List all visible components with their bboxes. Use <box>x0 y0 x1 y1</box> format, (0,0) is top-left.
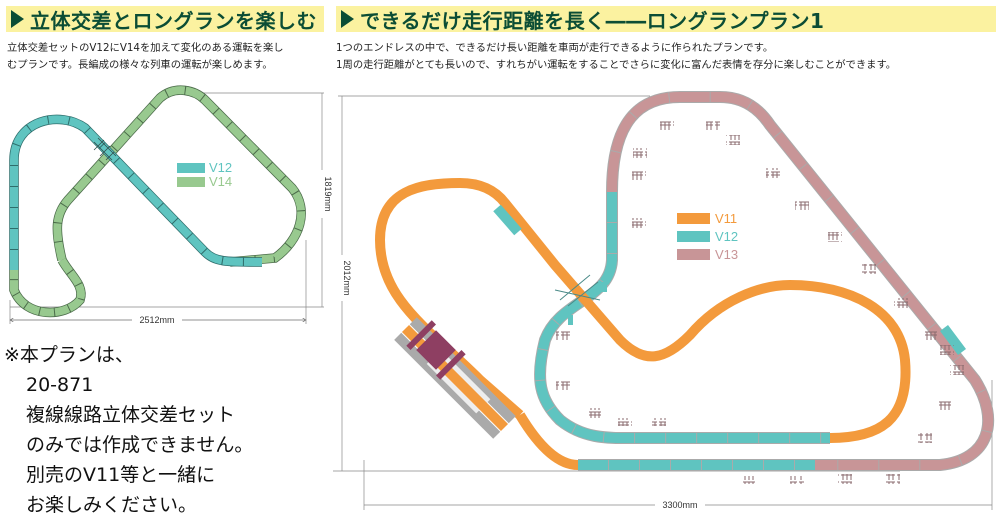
legend-label-v12: V12 <box>715 229 738 244</box>
left-plan-description: 立体交差セットのV12にV14を加えて変化のある運転を楽し むプランです。長編成… <box>7 40 284 74</box>
left-plan-title-bar: 立体交差とロングランを楽しむ <box>6 6 324 33</box>
note-line: ※本プランは、 <box>4 344 134 366</box>
right-width-dimension: 3300mm <box>662 500 697 510</box>
description-line: 1周の走行距離がとても長いので、すれちがい運転をすることでさらに変化に富んだ表情… <box>336 59 897 71</box>
triangle-bullet-icon <box>341 10 354 28</box>
left-height-dimension: 1819mm <box>323 176 333 211</box>
note-line: 別売のV11等と一緒に <box>26 464 216 486</box>
legend-label-v11: V11 <box>715 211 737 226</box>
right-height-dimension: 2012mm <box>342 260 352 295</box>
legend-swatch-v13 <box>677 249 710 260</box>
legend-swatch-v11 <box>677 213 710 224</box>
legend-label-v13: V13 <box>715 247 738 262</box>
plan-note: ※本プランは、 20-871 複線線路立体交差セット のみでは作成できません。 … <box>4 340 253 520</box>
description-line: 1つのエンドレスの中で、できるだけ長い距離を車両が走行できるように作られたプラン… <box>336 42 774 54</box>
right-plan-title-bar: できるだけ走行距離を長く――ロングランプラン1 <box>336 6 996 33</box>
note-line: 20-871 <box>26 374 94 396</box>
station-platform <box>394 317 516 439</box>
note-line: のみでは作成できません。 <box>26 434 254 456</box>
legend-label-v14: V14 <box>209 174 232 189</box>
right-track-layout: 2012mm 3300mm <box>333 91 995 510</box>
description-line: むプランです。長編成の様々な列車の運転が楽しめます。 <box>7 59 273 71</box>
note-line: 複線線路立体交差セット <box>26 404 236 426</box>
left-width-dimension: 2512mm <box>139 315 174 325</box>
description-line: 立体交差セットのV12にV14を加えて変化のある運転を楽し <box>7 42 284 54</box>
left-plan-title: 立体交差とロングランを楽しむ <box>30 8 317 33</box>
left-track-layout: 2512mm 1819mm V12 V14 <box>9 85 333 326</box>
legend-swatch-v14 <box>177 177 205 187</box>
right-plan-title: できるだけ走行距離を長く――ロングランプラン1 <box>360 8 825 33</box>
note-line: お楽しみください。 <box>26 494 198 516</box>
legend-label-v12: V12 <box>209 160 232 175</box>
legend-swatch-v12 <box>677 231 710 242</box>
pier-icons <box>556 120 964 484</box>
right-plan-description: 1つのエンドレスの中で、できるだけ長い距離を車両が走行できるように作られたプラン… <box>336 40 896 74</box>
triangle-bullet-icon <box>11 10 24 28</box>
legend-swatch-v12 <box>177 163 205 173</box>
